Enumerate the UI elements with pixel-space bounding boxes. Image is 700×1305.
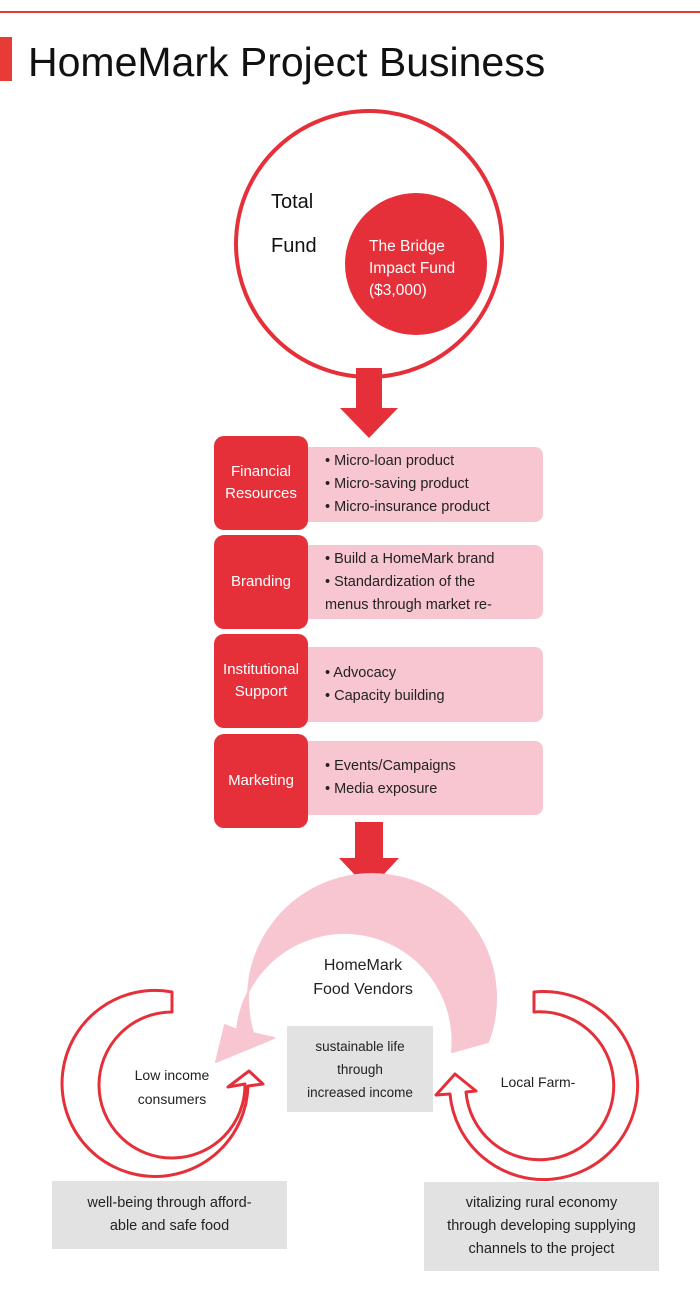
total-label: Total (271, 191, 314, 213)
down-arrow-2 (339, 822, 399, 890)
vendors-label: HomeMark Food Vendors (313, 957, 413, 998)
page-title: HomeMark Project Business (28, 39, 546, 85)
consumers-cycle-arc (60, 988, 265, 1178)
branding-box: Branding (214, 535, 308, 629)
bridge-fund-label: The Bridge Impact Fund ($3,000) (369, 238, 456, 299)
consumers-label: Low income consumers (134, 1067, 210, 1107)
detail-item: • Micro-insurance product (325, 499, 490, 515)
title-accent-bar (0, 37, 12, 81)
detail-item: • Media exposure (325, 781, 438, 797)
institutional-support-details: • Advocacy • Capacity building (300, 647, 543, 722)
institutional-support-box: Institutional Support (214, 634, 308, 728)
top-rule (0, 11, 700, 13)
down-arrow-1 (340, 368, 398, 438)
detail-item: • Events/Campaigns (325, 758, 456, 774)
vendors-cycle-arc (215, 873, 497, 1063)
financial-resources-details: • Micro-loan product • Micro-saving prod… (300, 447, 543, 522)
detail-item: • Build a HomeMark brand (325, 550, 495, 567)
vendors-note: sustainable life through increased incom… (287, 1026, 433, 1112)
branding-details: • Build a HomeMark brand • Standardizati… (300, 545, 543, 619)
marketing-box: Marketing (214, 734, 308, 828)
financial-resources-box: Financial Resources (214, 436, 308, 530)
consumers-note: well-being through afford- able and safe… (52, 1181, 287, 1249)
detail-item: • Micro-saving product (325, 476, 469, 492)
farm-note: vitalizing rural economy through develop… (424, 1182, 659, 1271)
detail-item: • Capacity building (325, 687, 445, 704)
detail-item: menus through market re- (325, 596, 492, 613)
detail-item: • Standardization of the (325, 573, 476, 590)
detail-item: • Micro-loan product (325, 453, 455, 469)
detail-item: • Advocacy (325, 664, 397, 681)
farm-label: Local Farm- (500, 1074, 576, 1090)
farm-cycle-arc (434, 990, 640, 1181)
bridge-fund-circle (345, 193, 487, 335)
marketing-details: • Events/Campaigns • Media exposure (300, 741, 543, 815)
fund-label: Fund (271, 235, 317, 257)
